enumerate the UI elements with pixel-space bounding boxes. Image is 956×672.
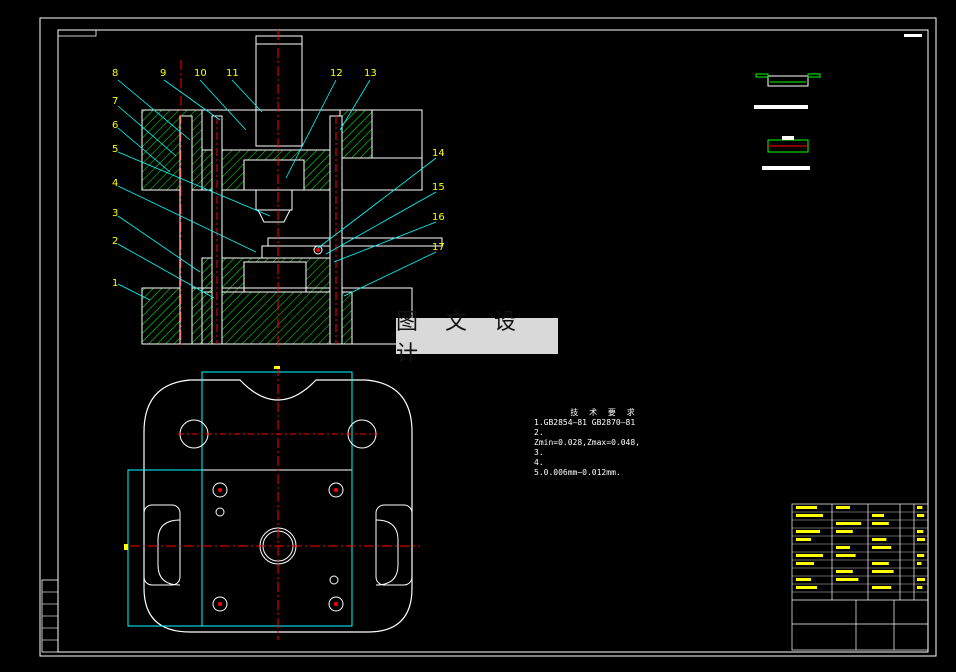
part-label-2: 2	[112, 236, 118, 247]
title-block-entry	[917, 530, 924, 533]
technical-requirements: 技 术 要 求 1.GB2854—81 GB2870—81 2. Zmin=0.…	[534, 408, 674, 478]
part-label-8: 8	[112, 68, 118, 79]
corner-mark	[904, 34, 922, 37]
title-block-entry	[796, 554, 823, 557]
section-view	[141, 30, 443, 348]
title-block-entry	[917, 506, 923, 509]
part-label-4: 4	[112, 178, 118, 189]
title-block-entry	[796, 538, 811, 541]
title-block-entry	[872, 562, 889, 565]
title-block-entry	[836, 530, 853, 533]
tech-note-line: 2.	[534, 428, 544, 437]
title-block-entry	[796, 578, 811, 581]
title-block-entry	[872, 522, 889, 525]
title-block-entry	[836, 546, 850, 549]
tech-note-line: 1.GB2854—81 GB2870—81	[534, 418, 636, 427]
part-label-15: 15	[432, 182, 445, 193]
part-label-7: 7	[112, 96, 118, 107]
part-label-13: 13	[364, 68, 377, 79]
title-block-entry	[917, 554, 925, 557]
title-block-entry	[796, 506, 817, 509]
part-label-12: 12	[330, 68, 343, 79]
title-block-rows	[792, 511, 928, 593]
title-block-entry	[836, 578, 859, 581]
tech-note-line: Zmin=0.028,Zmax=0.048,	[534, 438, 640, 447]
title-block-entry	[836, 570, 853, 573]
technical-requirements-title: 技 术 要 求	[570, 408, 638, 417]
part-label-1: 1	[112, 278, 118, 289]
detail-views	[754, 73, 821, 170]
title-block-entry	[872, 546, 892, 549]
part-label-14: 14	[432, 148, 445, 159]
title-block-entry	[917, 578, 926, 581]
plan-view	[124, 366, 420, 640]
part-label-9: 9	[160, 68, 166, 79]
title-block-entry	[796, 562, 814, 565]
watermark: 图 文 设 计	[396, 310, 558, 367]
title-block-entry	[836, 554, 856, 557]
outer-frame	[39, 17, 937, 657]
part-label-11: 11	[226, 68, 239, 79]
title-block-entry	[917, 538, 926, 541]
part-label-3: 3	[112, 208, 118, 219]
title-block-entry	[836, 522, 862, 525]
tech-note-line: 4.	[534, 458, 544, 467]
title-block-entry	[917, 586, 923, 589]
leader-lines	[117, 79, 437, 301]
title-block-entry	[872, 586, 892, 589]
title-block	[791, 503, 929, 651]
tech-note-line: 3.	[534, 448, 544, 457]
title-block-entry	[796, 530, 820, 533]
part-label-6: 6	[112, 120, 118, 131]
part-label-10: 10	[194, 68, 207, 79]
title-block-entry	[836, 506, 850, 509]
title-block-entry	[917, 562, 922, 565]
part-number-labels: 1 2 3 4 5 6 7 8 9 10 11 12 13 14 15 16 1…	[112, 68, 445, 289]
title-block-entry	[796, 586, 817, 589]
title-block-fills	[796, 506, 926, 589]
title-block-entry	[872, 538, 887, 541]
title-block-entry	[917, 514, 925, 517]
part-label-5: 5	[112, 144, 118, 155]
part-label-17: 17	[432, 242, 445, 253]
part-label-16: 16	[432, 212, 445, 223]
inner-frame	[57, 29, 929, 653]
tech-note-line: 5.0.006mm~0.012mm.	[534, 468, 621, 477]
title-block-entry	[872, 570, 894, 573]
title-block-entry	[872, 514, 884, 517]
code-box	[57, 29, 97, 37]
title-block-entry	[796, 514, 823, 517]
